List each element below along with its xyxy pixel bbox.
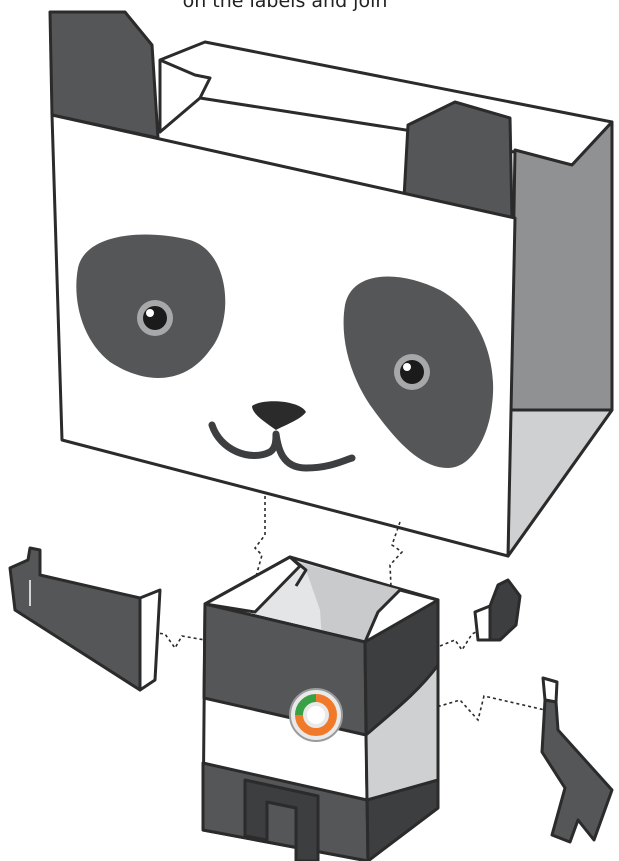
body-badge [290, 689, 342, 741]
left-eye [143, 306, 167, 330]
left-arm-piece [10, 548, 160, 690]
right-hand-piece [475, 580, 520, 640]
right-leg-piece [542, 678, 612, 842]
head-top-flap [160, 42, 612, 165]
right-eye [400, 360, 424, 384]
connector-right-arm [440, 630, 480, 650]
head-side-lower [508, 410, 612, 556]
panda-head-box [50, 12, 612, 556]
